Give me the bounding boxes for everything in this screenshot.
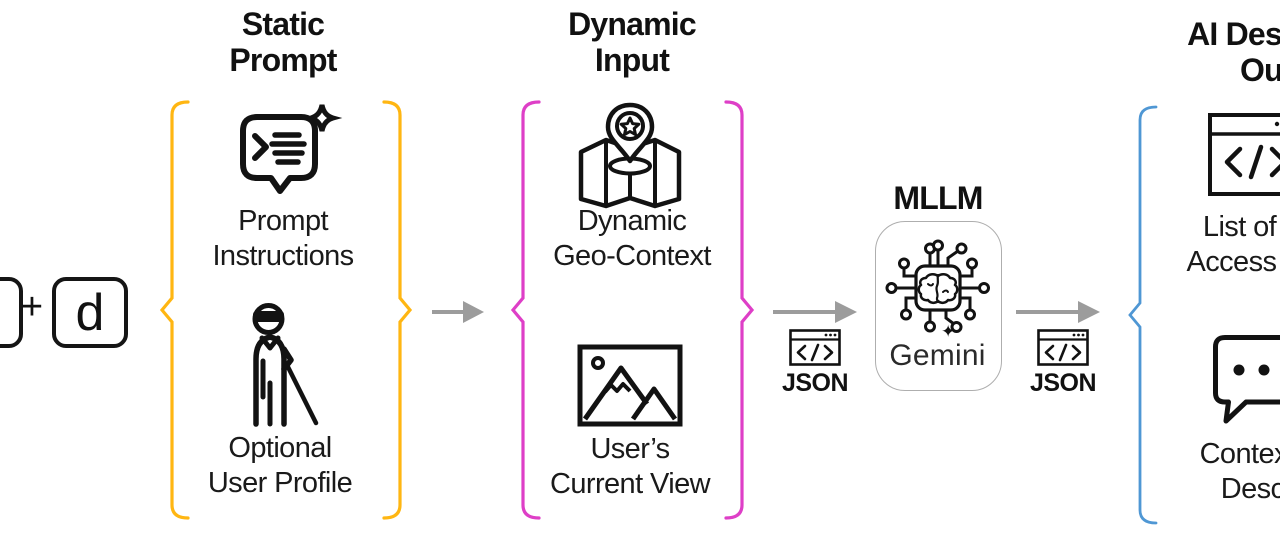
gemini-wordmark: Gemini [889,339,986,372]
arrow-right-icon [773,301,857,323]
arrow-right-icon [1016,301,1100,323]
right-brace-static [382,100,413,520]
ai-description-output-title: AI Description Output [1187,16,1280,88]
chat-dots-icon [1213,335,1280,424]
ai-chip-brain-icon [885,239,990,333]
dynamic-geo-context-label: Dynamic Geo-Context [553,205,711,272]
prompt-instructions-label: Prompt Instructions [212,205,354,272]
left-brace-output [1128,105,1158,525]
json-code-window-icon [789,329,841,366]
keyboard-key-partial [0,277,23,348]
photo-icon [577,344,683,427]
left-brace-static [159,100,190,520]
code-window-icon [1208,113,1280,196]
gemini-sparkle-icon: ✦ [941,322,956,341]
users-current-view-label: User’s Current View [550,433,710,500]
json-label-in: JSON [781,369,849,397]
key-d-label: d [75,283,105,342]
json-label-out: JSON [1029,369,1097,397]
prompt-chat-sparkle-icon [240,104,343,194]
json-code-window-icon [1037,329,1089,366]
context-aware-description-label: Context-aware Description [1199,438,1280,505]
map-pin-icon [578,102,682,209]
mobility-access-features-label: List of Mobility Access Features [1186,211,1277,278]
mllm-title: MLLM [893,180,983,216]
plus-sign: + [20,286,44,328]
static-prompt-title: Static Prompt [229,6,337,78]
keyboard-key-d: d [52,277,128,348]
arrow-right-icon [432,301,484,323]
blind-person-icon [252,303,319,427]
right-brace-dynamic [724,100,755,520]
optional-user-profile-label: Optional User Profile [207,432,353,499]
left-brace-dynamic [510,100,541,520]
dynamic-input-title: Dynamic Input [568,6,697,78]
